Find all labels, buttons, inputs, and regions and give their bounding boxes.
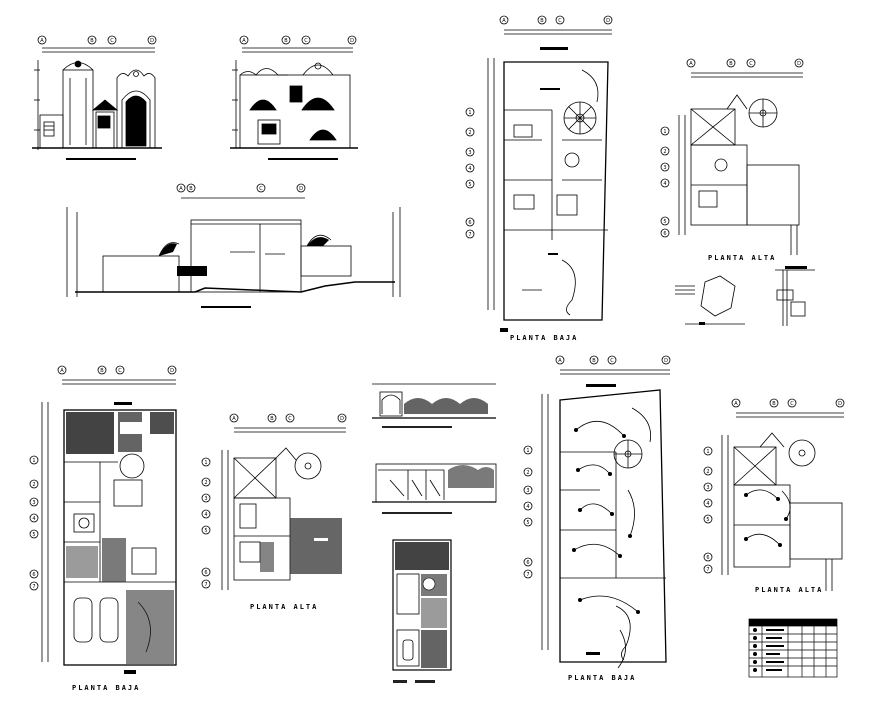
upper-floor-label-furnished: PLANTA ALTA	[250, 603, 319, 611]
fence-elevations	[372, 383, 497, 514]
grid-marker-letter: D	[350, 38, 354, 44]
grid-marker-number: 6	[706, 555, 709, 561]
upper-floor-plan-furnished: A B C D 1 2 3 4 5 6 7	[201, 413, 347, 590]
symbol-legend-table	[748, 618, 838, 678]
upper-floor-label-electrical: PLANTA ALTA	[755, 586, 824, 594]
grid-marker-number: 1	[663, 129, 666, 135]
grid-marker-letter: B	[90, 38, 94, 44]
grid-marker-letter: B	[540, 18, 544, 24]
grid-marker-number: 2	[706, 469, 709, 475]
grid-marker-letter: B	[592, 358, 596, 364]
grid-marker-letter: D	[299, 186, 303, 192]
grid-marker-letter: D	[606, 18, 610, 24]
grid-marker-number: 1	[526, 448, 529, 454]
front-elevation: A B C D	[32, 35, 162, 160]
upper-floor-plan-electrical: A B C D 1 2 3 4 5 6 7	[703, 398, 845, 591]
grid-marker-number: 6	[526, 560, 529, 566]
grid-marker-number: 1	[706, 449, 709, 455]
grid-marker-letter: C	[259, 186, 263, 192]
grid-marker-number: 2	[468, 130, 471, 136]
grid-marker-number: 1	[32, 458, 35, 464]
grid-marker-number: 5	[663, 219, 666, 225]
grid-marker-letter: C	[749, 61, 753, 67]
grid-marker-number: 4	[526, 504, 529, 510]
grid-marker-letter: A	[734, 401, 738, 407]
grid-marker-letter: C	[610, 358, 614, 364]
grid-marker-letter: D	[150, 38, 154, 44]
grid-marker-letter: A	[558, 358, 562, 364]
grid-marker-number: 3	[204, 496, 207, 502]
grid-marker-letter: D	[170, 368, 174, 374]
detail-drawings	[675, 266, 815, 326]
grid-marker-letter: C	[288, 416, 292, 422]
upper-floor-plan-upper: A B C D 1 2 3 4 5 6	[660, 58, 804, 255]
site-plan	[392, 539, 452, 683]
grid-marker-letter: A	[689, 61, 693, 67]
grid-marker-number: 6	[32, 572, 35, 578]
grid-marker-letter: C	[118, 368, 122, 374]
grid-marker-number: 1	[204, 460, 207, 466]
grid-marker-number: 3	[663, 165, 666, 171]
grid-marker-number: 2	[526, 470, 529, 476]
grid-marker-number: 1	[468, 110, 471, 116]
grid-marker-number: 7	[526, 572, 529, 578]
grid-marker-letter: A	[60, 368, 64, 374]
grid-marker-letter: D	[838, 401, 842, 407]
grid-marker-number: 3	[468, 150, 471, 156]
grid-marker-letter: B	[772, 401, 776, 407]
grid-marker-letter: B	[100, 368, 104, 374]
grid-marker-letter: D	[797, 61, 801, 67]
grid-marker-letter: C	[304, 38, 308, 44]
grid-marker-number: 7	[204, 582, 207, 588]
grid-marker-number: 2	[663, 149, 666, 155]
grid-marker-number: 4	[663, 181, 666, 187]
grid-marker-number: 6	[468, 220, 471, 226]
grid-marker-letter: B	[729, 61, 733, 67]
grid-marker-number: 5	[204, 528, 207, 534]
grid-marker-letter: A	[242, 38, 246, 44]
grid-marker-letter: A	[40, 38, 44, 44]
grid-marker-letter: C	[558, 18, 562, 24]
grid-marker-letter: C	[790, 401, 794, 407]
ground-floor-plan-furnished: A B C D 1 2 3 4 5 6 7	[29, 365, 177, 674]
grid-marker-letter: D	[340, 416, 344, 422]
grid-marker-number: 2	[204, 480, 207, 486]
grid-marker-number: 3	[706, 485, 709, 491]
grid-marker-number: 3	[32, 500, 35, 506]
grid-marker-letter: B	[270, 416, 274, 422]
ground-floor-label-upper: PLANTA BAJA	[510, 334, 579, 342]
grid-marker-number: 4	[32, 516, 35, 522]
ground-floor-plan-electrical: A B C D 1 2 3 4 5 6 7	[523, 355, 671, 669]
grid-marker-letter: C	[110, 38, 114, 44]
rear-elevation: A B C D	[230, 35, 358, 160]
grid-marker-number: 7	[32, 584, 35, 590]
grid-marker-number: 4	[468, 166, 471, 172]
grid-marker-letter: A	[502, 18, 506, 24]
ground-floor-label-electrical: PLANTA BAJA	[568, 674, 637, 682]
upper-floor-label-upper: PLANTA ALTA	[708, 254, 777, 262]
grid-marker-letter: D	[664, 358, 668, 364]
grid-marker-number: 6	[204, 570, 207, 576]
grid-marker-letter: B	[189, 186, 193, 192]
grid-marker-number: 6	[663, 231, 666, 237]
grid-marker-letter: A	[232, 416, 236, 422]
grid-marker-number: 7	[468, 232, 471, 238]
grid-marker-letter: B	[284, 38, 288, 44]
grid-marker-number: 3	[526, 488, 529, 494]
grid-marker-number: 5	[706, 517, 709, 523]
grid-marker-number: 5	[468, 182, 471, 188]
grid-marker-number: 7	[706, 567, 709, 573]
grid-marker-number: 5	[32, 532, 35, 538]
grid-marker-letter: A	[179, 186, 183, 192]
grid-marker-number: 5	[526, 520, 529, 526]
ground-floor-plan-upper: A B C D 1 2 3 4 5 6 7	[465, 15, 613, 332]
grid-marker-number: 4	[204, 512, 207, 518]
grid-marker-number: 4	[706, 501, 709, 507]
grid-marker-number: 2	[32, 482, 35, 488]
ground-floor-label-furnished: PLANTA BAJA	[72, 684, 141, 692]
